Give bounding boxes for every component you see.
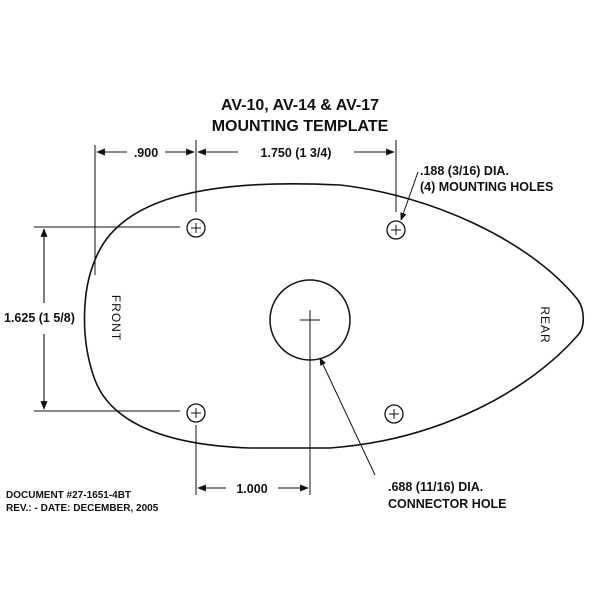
mounting-hole-bottom-left <box>186 403 206 423</box>
dim-bottom-offset-label: 1.000 <box>236 482 267 496</box>
mounting-hole-top-left <box>186 218 206 238</box>
leader-connector-hole <box>319 357 376 476</box>
mounting-hole-bottom-right <box>384 404 404 424</box>
mounting-holes-callout-line-2: (4) MOUNTING HOLES <box>420 180 553 194</box>
title-line-1: AV-10, AV-14 & AV-17 <box>221 97 379 114</box>
connector-callout-line-1: .688 (11/16) DIA. <box>388 480 483 494</box>
front-label: FRONT <box>109 295 123 341</box>
mounting-holes-callout-line-1: .188 (3/16) DIA. <box>420 164 509 178</box>
rear-label: REAR <box>538 306 552 343</box>
leader-mounting-holes <box>400 171 419 221</box>
dim-offset-label: .900 <box>134 146 158 160</box>
dim-hole-spacing-y-label: 1.625 (1 5/8) <box>4 311 75 325</box>
title-line-2: MOUNTING TEMPLATE <box>212 118 389 135</box>
mounting-hole-top-right <box>386 220 406 240</box>
connector-hole <box>269 279 351 361</box>
document-number: DOCUMENT #27-1651-4BT <box>6 490 131 501</box>
connector-callout-line-2: CONNECTOR HOLE <box>388 497 507 511</box>
template-outline <box>83 182 585 449</box>
dim-hole-spacing-x-label: 1.750 (1 3/4) <box>261 146 332 160</box>
document-revision-date: REV.: - DATE: DECEMBER, 2005 <box>6 503 159 514</box>
